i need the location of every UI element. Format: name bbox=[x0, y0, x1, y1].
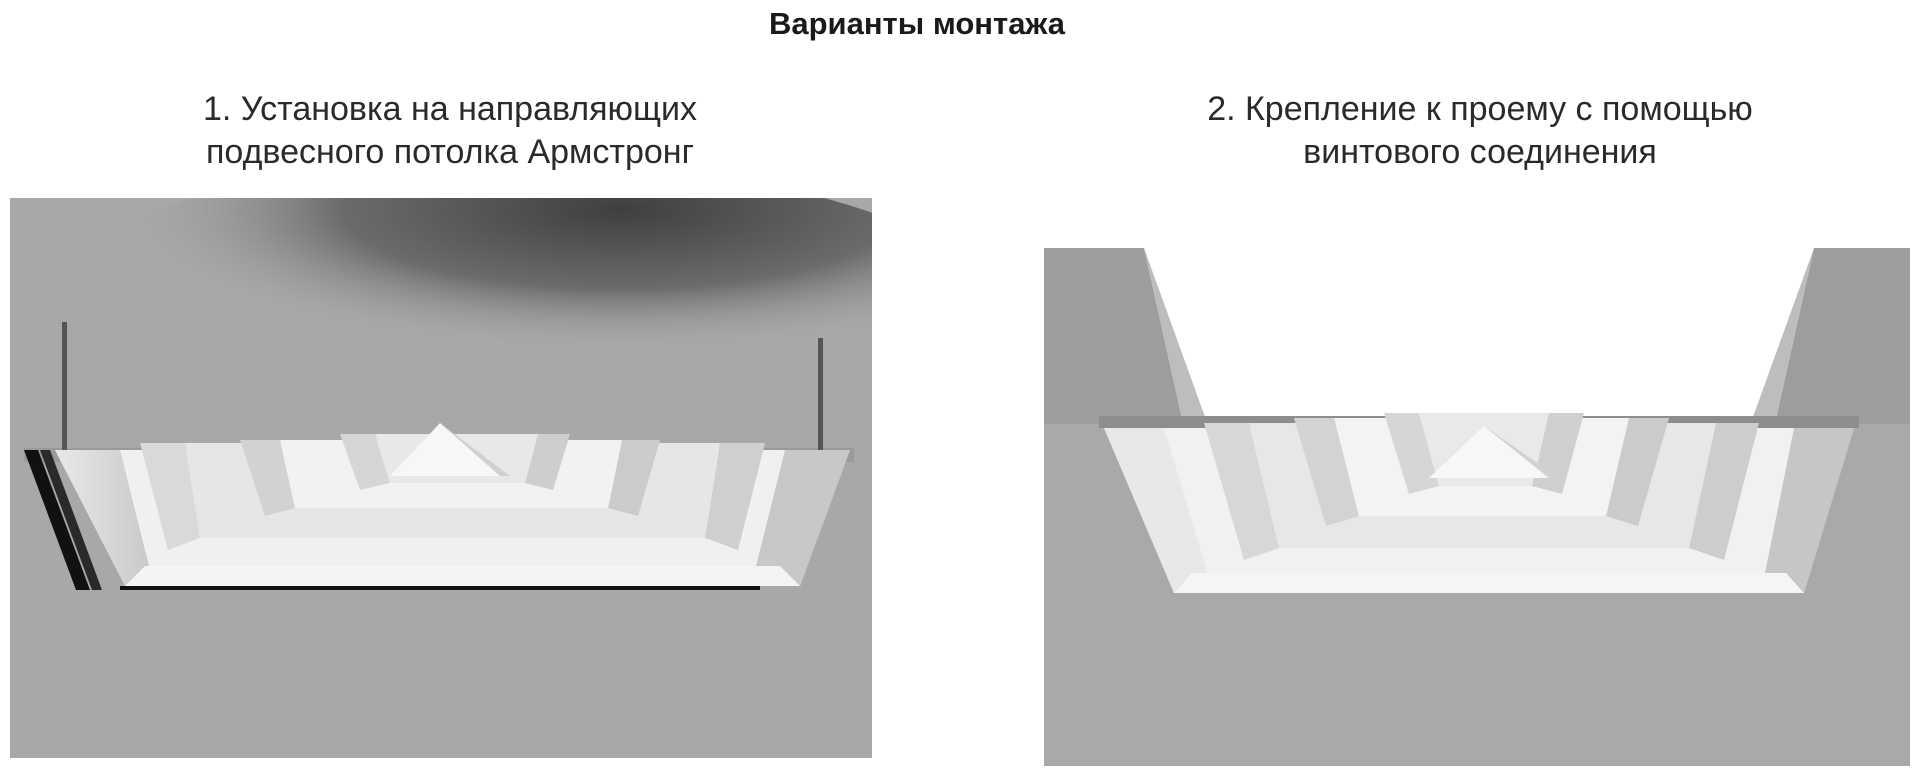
figure-screw-mount bbox=[1044, 248, 1910, 766]
figure-armstrong-rail-mount bbox=[10, 198, 872, 758]
page-title: Варианты монтажа bbox=[768, 6, 1066, 41]
caption-option-2: 2. Крепление к проему с помощью винтовог… bbox=[1150, 88, 1810, 174]
diffuser-render-1 bbox=[10, 198, 872, 758]
caption-option-2-line-1: 2. Крепление к проему с помощью bbox=[1207, 90, 1753, 128]
caption-option-1-line-2: подвесного потолка Армстронг bbox=[206, 133, 694, 171]
caption-option-2-line-2: винтового соединения bbox=[1303, 133, 1657, 171]
caption-option-1-line-1: 1. Установка на направляющих bbox=[203, 90, 697, 128]
diffuser-render-2 bbox=[1044, 248, 1910, 766]
caption-option-1: 1. Установка на направляющих подвесного … bbox=[130, 88, 770, 174]
